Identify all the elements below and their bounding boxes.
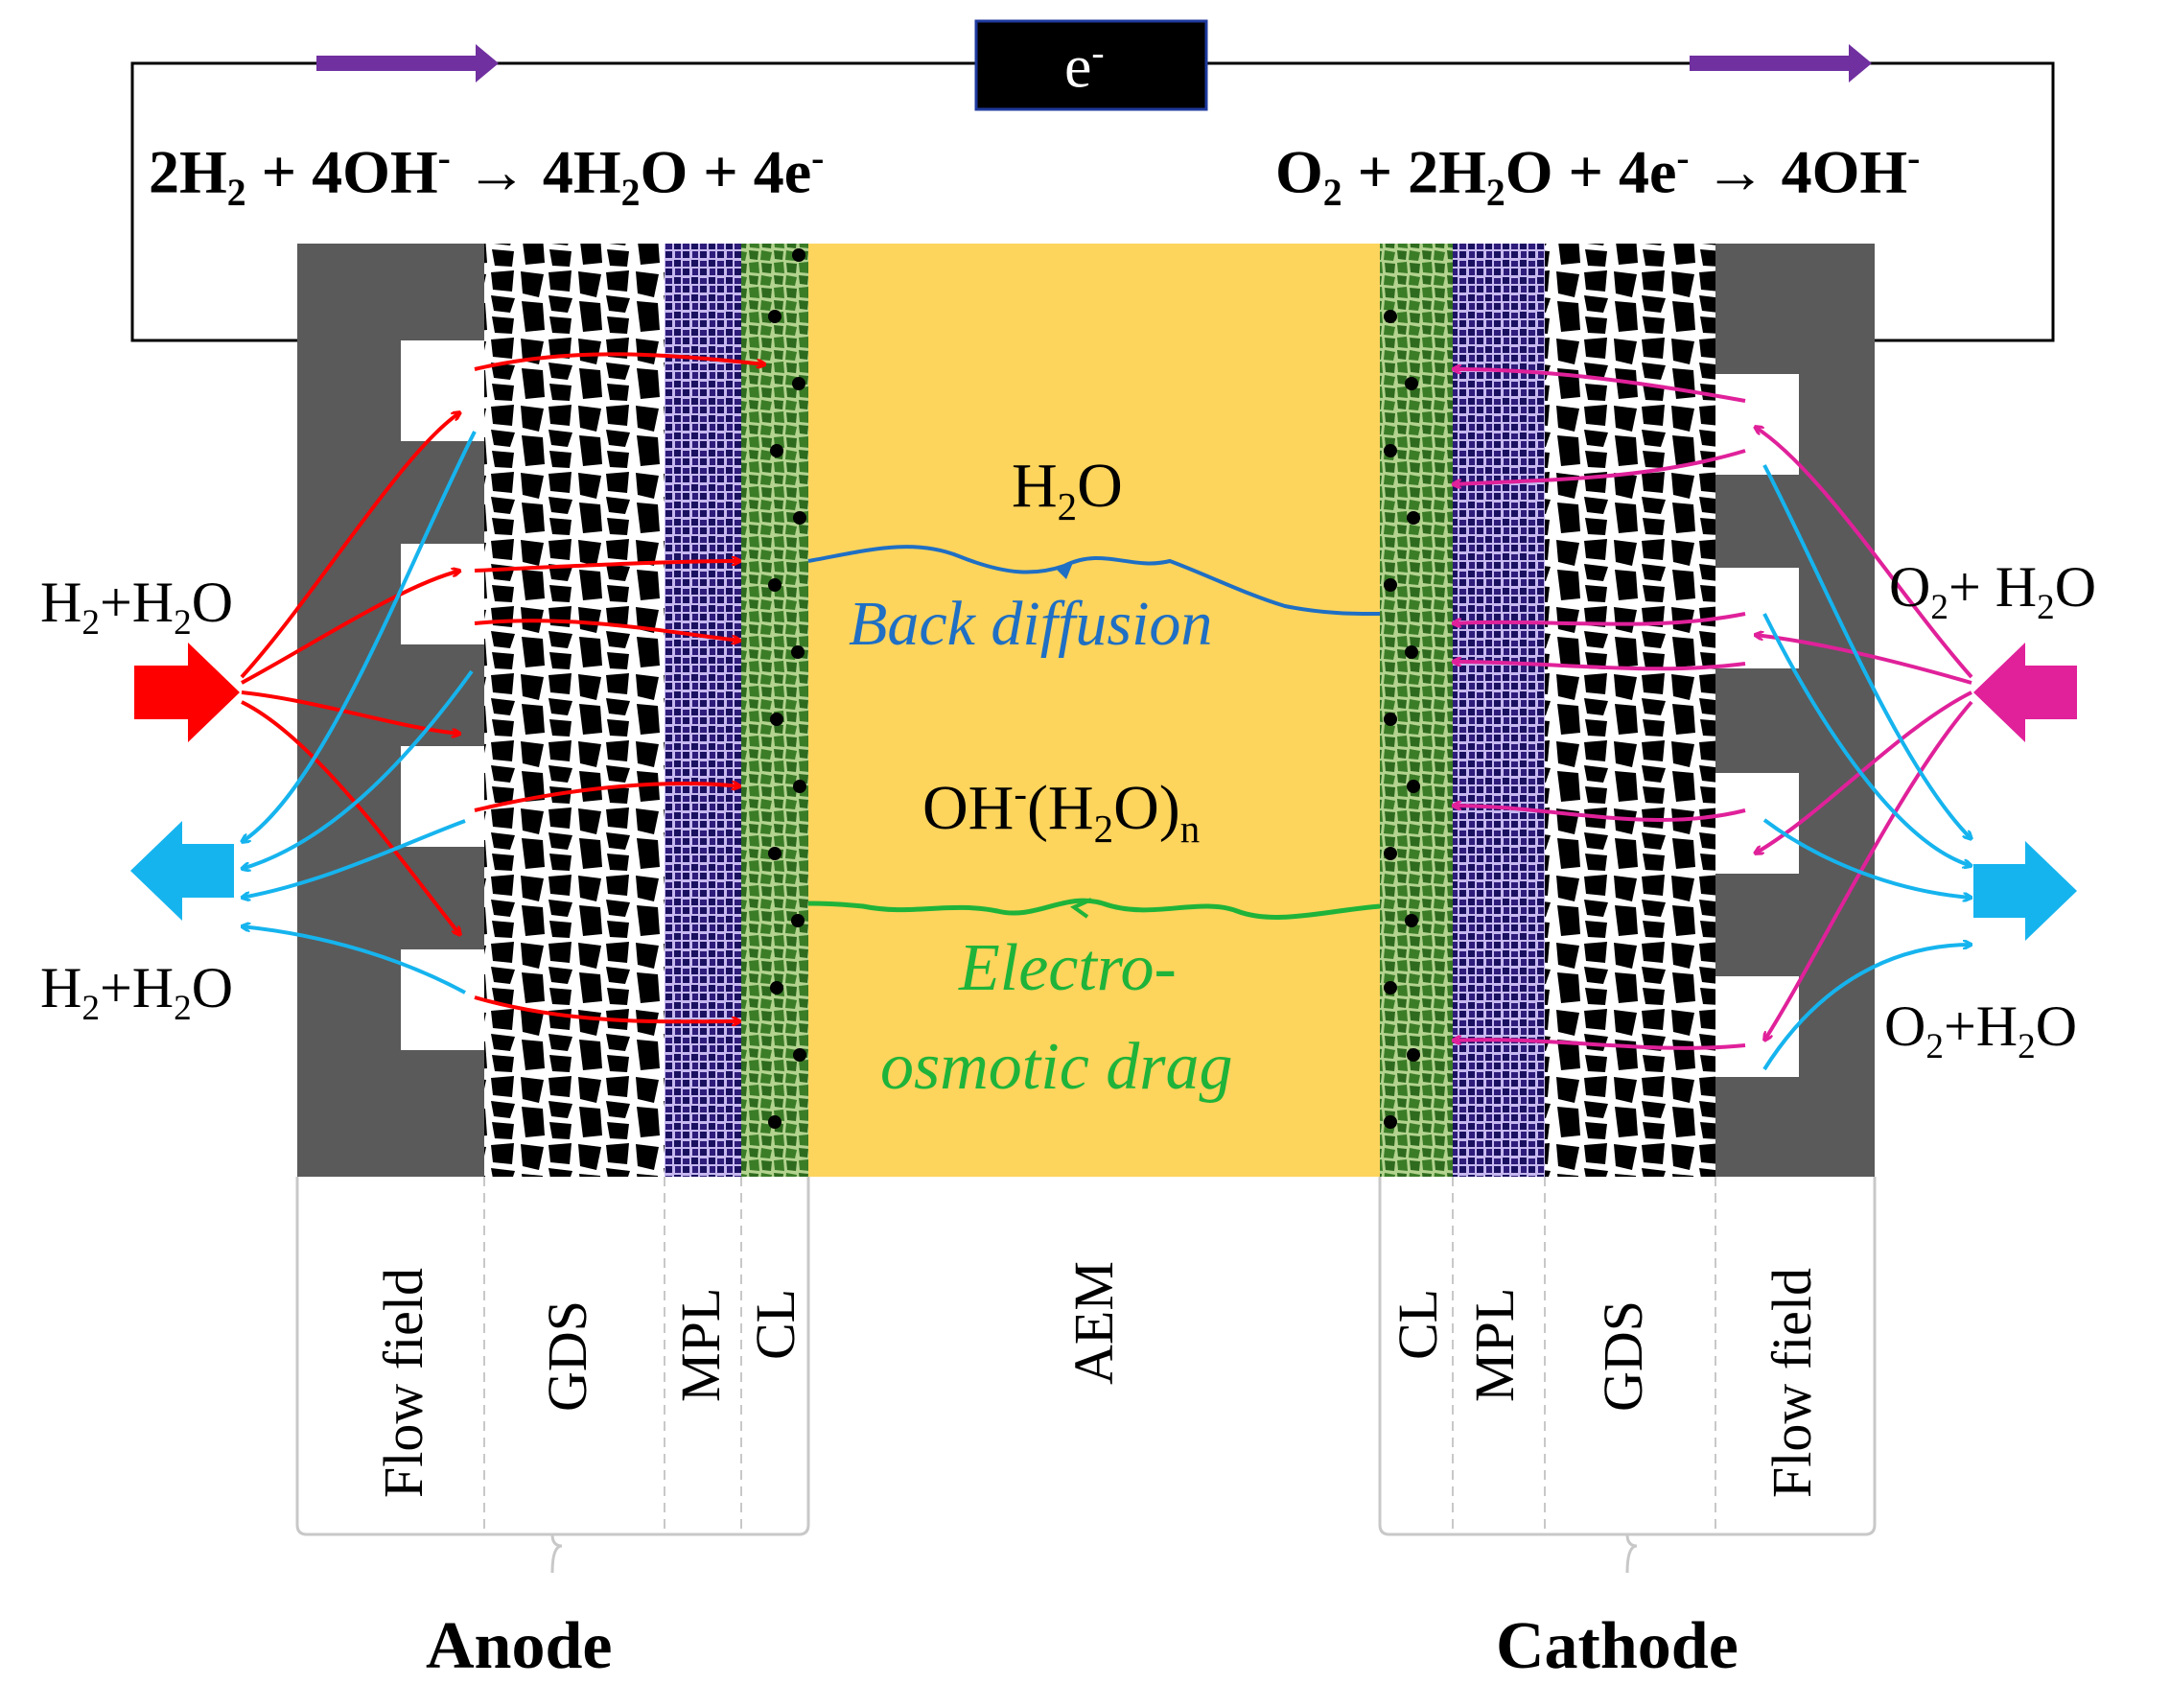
- cathode-channel: [1715, 976, 1799, 1077]
- anode-outlet-label: H2+H2O: [40, 956, 234, 1028]
- cathode-gds-label: GDS: [1592, 1299, 1654, 1412]
- cathode-cl-layer: [1380, 244, 1453, 1177]
- electron-label: e-: [1064, 32, 1105, 101]
- cathode-reaction-equation: O2 + 2H2O + 4e- → 4OH-: [1275, 137, 1921, 215]
- cathode-outlet-arrow-icon: [1973, 841, 2077, 941]
- back-diffusion-label: Back diffusion: [849, 589, 1213, 659]
- electron-arrow-right-icon: [1690, 44, 1872, 82]
- cathode-flow-field: [1715, 244, 1875, 1177]
- cathode-mpl-layer: [1453, 244, 1545, 1177]
- anode-channel: [401, 949, 484, 1050]
- anode-label: Anode: [426, 1609, 613, 1683]
- anode-flow-field-label: Flow field: [372, 1267, 434, 1498]
- anode-outlet-arrow-icon: [130, 821, 234, 921]
- aem-label: AEM: [1062, 1261, 1125, 1385]
- anode-cl-layer: [741, 244, 808, 1177]
- electron-box: [974, 19, 1208, 111]
- cathode-channel: [1715, 374, 1799, 475]
- water-label: H2O: [1012, 451, 1123, 529]
- cathode-mpl-label: MPL: [1463, 1287, 1526, 1402]
- external-circuit: [130, 19, 2055, 342]
- anode-channel: [401, 746, 484, 847]
- cathode-inlet-label: O2+ H2O: [1889, 555, 2097, 627]
- cathode-cl-label: CL: [1387, 1288, 1449, 1360]
- cathode-gds-layer: [1545, 244, 1715, 1177]
- h2-flow-arrows: [240, 352, 765, 1021]
- cathode-catalyst-dots: [1384, 310, 1420, 1129]
- aem-membrane: [808, 244, 1380, 1177]
- anode-reaction-equation: 2H2 + 4OH- → 4H2O + 4e-: [149, 137, 825, 215]
- cathode-flow-field-label: Flow field: [1761, 1267, 1823, 1498]
- cathode-exhaust-arrows: [1762, 464, 1972, 1071]
- cathode-outlet-label: O2+H2O: [1884, 994, 2078, 1066]
- back-diffusion-line: [807, 545, 1381, 616]
- h2-inlet-arrow-icon: [134, 643, 240, 742]
- anode-mpl-label: MPL: [669, 1287, 732, 1402]
- anode-exhaust-arrows: [242, 431, 477, 994]
- anode-inlet-label: H2+H2O: [40, 571, 234, 643]
- anode-mpl-layer: [665, 244, 741, 1177]
- electro-osmotic-drag-label-1: Electro-: [959, 931, 1177, 1005]
- drag-arrow-icon: [1069, 898, 1092, 919]
- anode-gds-label: GDS: [536, 1299, 598, 1412]
- anode-catalyst-dots: [768, 248, 806, 1129]
- layer-dividers: [483, 1177, 1716, 1534]
- hydroxide-ion-label: OH-(H2O)n: [922, 772, 1201, 852]
- cathode-channel: [1715, 773, 1799, 874]
- electro-osmotic-drag-line: [807, 898, 1381, 920]
- o2-inlet-arrow-icon: [1973, 643, 2077, 742]
- electro-osmotic-drag-label-2: osmotic drag: [880, 1030, 1233, 1104]
- cathode-label: Cathode: [1496, 1609, 1738, 1683]
- anode-flow-field: [297, 244, 484, 1177]
- back-diffusion-arrow-icon: [1055, 560, 1074, 579]
- layer-label-boxes: [295, 1177, 1877, 1574]
- electron-arrow-left-icon: [316, 44, 499, 82]
- anode-gds-layer: [484, 244, 665, 1177]
- anode-cl-label: CL: [744, 1288, 806, 1360]
